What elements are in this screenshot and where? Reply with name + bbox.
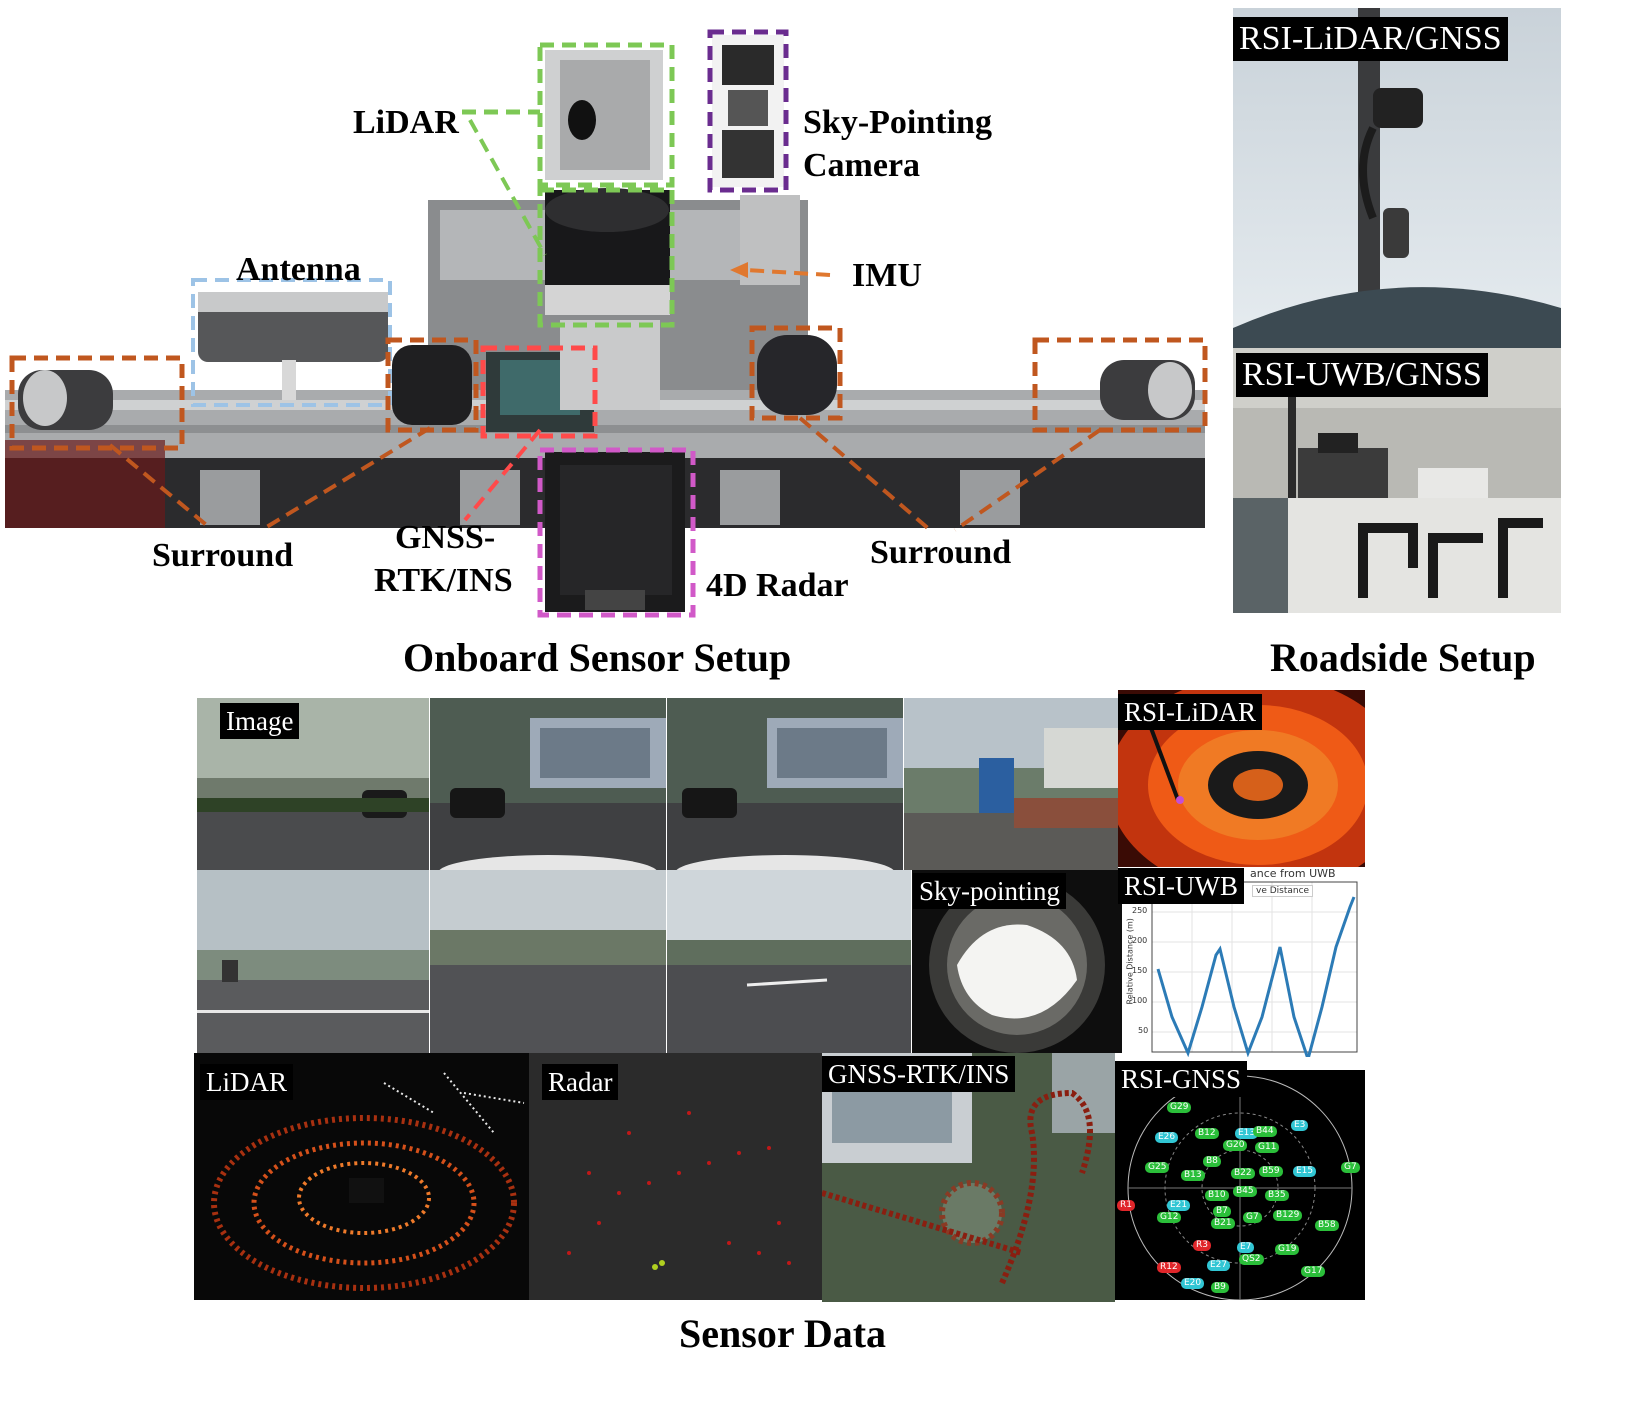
uwb-plot-legend: ve Distance (1252, 885, 1314, 897)
satellite-badge: B10 (1205, 1190, 1229, 1201)
tag-rsi-uwb-gnss: RSI-UWB/GNSS (1236, 353, 1488, 397)
satellite-badge: G25 (1145, 1162, 1170, 1173)
satellite-badge: G20 (1223, 1140, 1248, 1151)
satellite-badge: E21 (1167, 1200, 1191, 1211)
tag-rsi-lidar-gnss: RSI-LiDAR/GNSS (1233, 17, 1508, 61)
label-sky-camera-line1: Sky-Pointing (803, 104, 992, 141)
satellite-badge: B21 (1211, 1218, 1235, 1229)
tag-image: Image (220, 703, 300, 739)
tag-rsi-lidar: RSI-LiDAR (1118, 694, 1263, 730)
satellite-badge: B12 (1195, 1128, 1219, 1139)
tag-radar: Radar (542, 1064, 619, 1100)
satellite-badge: E7 (1237, 1242, 1255, 1253)
satellite-badge: B35 (1265, 1190, 1289, 1201)
satellite-badge: B59 (1259, 1166, 1283, 1177)
label-radar: 4D Radar (706, 567, 849, 604)
label-surround-right: Surround (870, 534, 1012, 571)
camera-image-2 (430, 698, 666, 870)
satellite-badge: B7 (1213, 1206, 1231, 1217)
camera-image-4 (904, 698, 1118, 870)
satellite-badge: B58 (1315, 1220, 1339, 1231)
label-antenna: Antenna (236, 251, 361, 288)
onboard-sensor-photo (0, 0, 1210, 640)
satellite-badge: G17 (1301, 1266, 1326, 1277)
label-sky-camera-line2: Camera (803, 147, 921, 184)
satellite-badge: B45 (1233, 1186, 1257, 1197)
uwb-plot-ytick-250: 250 (1132, 906, 1148, 915)
camera-image-1 (197, 698, 429, 870)
tag-lidar: LiDAR (200, 1064, 293, 1100)
satellite-badge: G12 (1157, 1212, 1182, 1223)
satellite-badge: B129 (1273, 1210, 1303, 1221)
satellite-badge: G7 (1243, 1212, 1262, 1223)
gnss-trajectory-map (822, 1053, 1115, 1302)
satellite-badge: B22 (1231, 1168, 1255, 1179)
roadside-title: Roadside Setup (1270, 635, 1536, 680)
label-imu: IMU (852, 257, 922, 294)
satellite-badge: G7 (1341, 1162, 1360, 1173)
tag-gnss-rtk-ins: GNSS-RTK/INS (822, 1056, 1016, 1092)
tag-rsi-gnss: RSI-GNSS (1115, 1061, 1248, 1097)
camera-image-6 (430, 870, 666, 1053)
camera-image-5 (197, 870, 429, 1053)
label-surround-left: Surround (152, 537, 294, 574)
camera-image-7 (667, 870, 911, 1053)
satellite-badge: QS2 (1239, 1254, 1264, 1265)
uwb-plot-ytick-150: 150 (1132, 966, 1148, 975)
satellite-badge: E27 (1207, 1260, 1231, 1271)
satellite-badge: R3 (1193, 1240, 1211, 1251)
satellite-badge: B44 (1253, 1126, 1277, 1137)
onboard-title: Onboard Sensor Setup (403, 635, 792, 680)
satellite-badge: E26 (1155, 1132, 1179, 1143)
camera-image-3 (667, 698, 903, 870)
satellite-badge: R12 (1157, 1262, 1181, 1273)
satellite-badge: E13 (1235, 1128, 1259, 1139)
label-gnss-line1: GNSS- (395, 519, 496, 556)
tag-sky-pointing: Sky-pointing (913, 873, 1067, 909)
label-gnss-line2: RTK/INS (374, 562, 513, 599)
roadside-lidar-gnss-photo (1233, 8, 1561, 348)
tag-rsi-uwb: RSI-UWB (1118, 868, 1244, 904)
satellite-badge: G11 (1255, 1142, 1280, 1153)
satellite-badge: E3 (1291, 1120, 1309, 1131)
rsi-lidar-image (1118, 690, 1365, 867)
satellite-badge: G29 (1167, 1102, 1192, 1113)
satellite-badge: B9 (1211, 1282, 1229, 1293)
satellite-badge: E15 (1293, 1166, 1317, 1177)
satellite-badge: B13 (1181, 1170, 1205, 1181)
satellite-badge: B8 (1203, 1156, 1221, 1167)
uwb-plot-ylabel: Relative Distance (m) (1125, 918, 1135, 1005)
satellite-badge: E20 (1181, 1278, 1205, 1289)
satellite-badge: G19 (1275, 1244, 1300, 1255)
sensor-data-title: Sensor Data (679, 1311, 887, 1356)
label-lidar: LiDAR (353, 104, 459, 141)
satellite-badge: R1 (1117, 1200, 1135, 1211)
uwb-plot-ytick-100: 100 (1132, 996, 1148, 1005)
uwb-plot-ytick-200: 200 (1132, 936, 1148, 945)
uwb-plot-title: ance from UWB (1250, 867, 1336, 880)
uwb-plot-ytick-50: 50 (1138, 1026, 1149, 1035)
